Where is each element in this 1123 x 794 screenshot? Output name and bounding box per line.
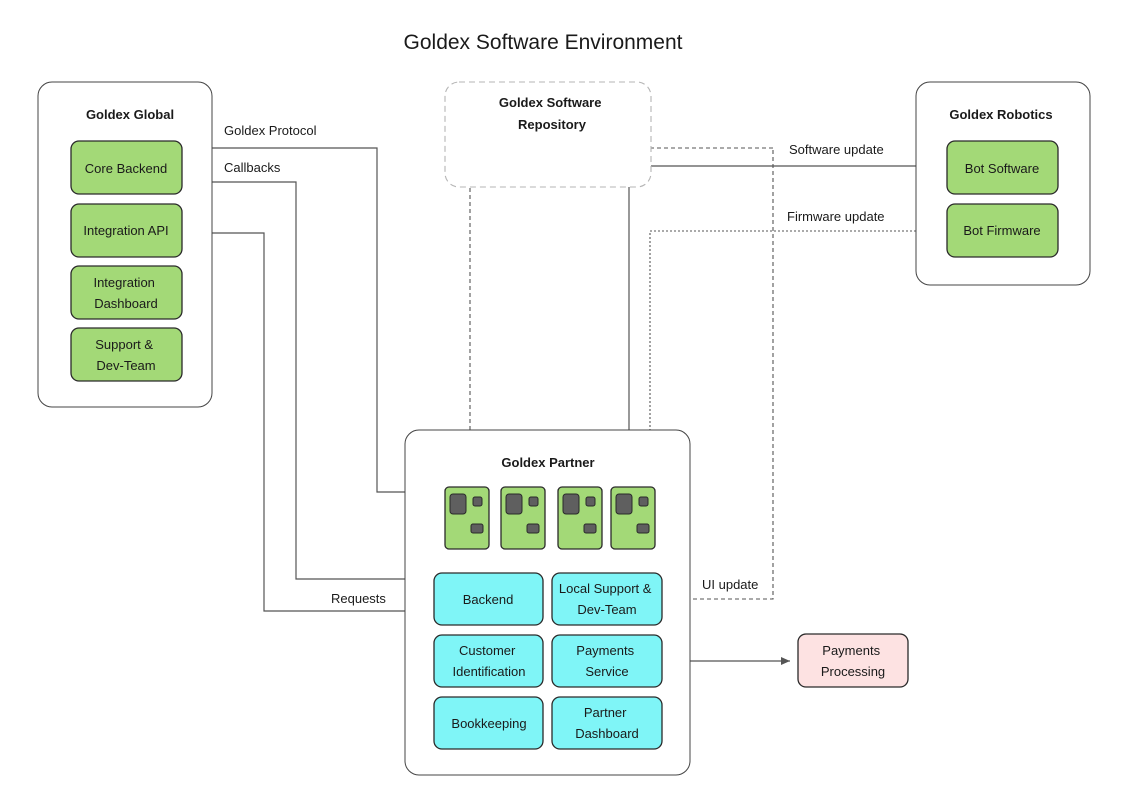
node-label: Partner Dashboard [575,705,639,741]
edge-requests [193,229,424,612]
edge-label-callbacks: Callbacks [224,160,281,175]
partner-device[interactable] [610,486,656,550]
diagram-title: Goldex Software Environment [404,31,683,54]
group-title-goldex-robotics: Goldex Robotics [949,107,1052,122]
node-label: Core Backend [85,161,167,176]
node-label: Bookkeeping [451,716,526,731]
node-label: Integration API [83,223,168,238]
edge-label-requests: Requests [331,591,386,606]
partner-device[interactable] [500,486,546,550]
node-customer-identification[interactable]: Customer Identification [433,634,544,688]
node-bot-software[interactable]: Bot Software [946,140,1059,195]
node-label: Support & Dev-Team [95,337,156,373]
edge-repository-to-device [466,147,773,478]
edge-label-software-update: Software update [789,142,884,157]
node-payments-service[interactable]: Payments Service [551,634,663,688]
group-goldex-partner: Goldex Partner Bac [404,429,691,776]
group-title-software-repository: Goldex Software Repository [499,95,605,132]
edge-firmware-update [646,230,932,480]
group-title-goldex-partner: Goldex Partner [501,455,594,470]
edge-goldex-protocol [194,144,430,496]
edge-ui-update [672,148,774,600]
node-bookkeeping[interactable]: Bookkeeping [433,696,544,750]
node-core-backend[interactable]: Core Backend [70,140,183,195]
node-bot-firmware[interactable]: Bot Firmware [946,203,1059,258]
edge-label-firmware-update: Firmware update [787,209,885,224]
node-payments-processing[interactable]: Payments Processing [797,633,909,688]
node-integration-api[interactable]: Integration API [70,203,183,258]
group-title-goldex-global: Goldex Global [86,107,174,122]
node-integration-dashboard[interactable]: Integration Dashboard [70,265,183,320]
node-label: Customer Identification [453,643,526,679]
node-partner-backend[interactable]: Backend [433,572,544,626]
node-label: Payments Processing [821,643,885,679]
node-label: Integration Dashboard [93,275,158,311]
partner-device[interactable] [444,486,490,550]
node-label: Bot Firmware [963,223,1040,238]
node-partner-dashboard[interactable]: Partner Dashboard [551,696,663,750]
node-label: Local Support & Dev-Team [559,581,655,617]
edge-label-goldex-protocol: Goldex Protocol [224,123,317,138]
edge-callbacks [194,181,424,583]
node-support-dev-team-global[interactable]: Support & Dev-Team [70,327,183,382]
node-local-support-dev-team[interactable]: Local Support & Dev-Team [551,572,663,626]
group-goldex-robotics: Goldex Robotics Bot Software Bot Firmwar… [915,81,1091,286]
group-goldex-software-repository[interactable]: Goldex Software Repository [444,81,652,188]
group-goldex-global: Goldex Global Core Backend Integration A… [37,81,213,408]
node-label: Payments Service [576,643,637,679]
edge-label-ui-update: UI update [702,577,758,592]
node-label: Bot Software [965,161,1039,176]
node-label: Backend [463,592,514,607]
partner-device[interactable] [557,486,603,550]
